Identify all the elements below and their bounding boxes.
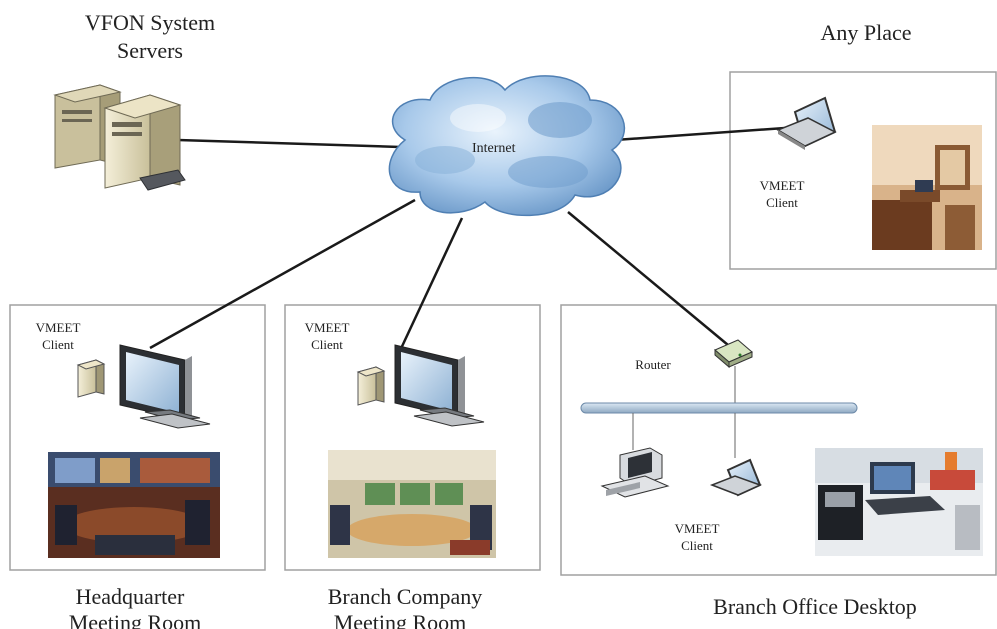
bc-meeting-room-photo: [328, 450, 496, 558]
link-branch-company: [396, 217, 464, 356]
hq-client-line2: Client: [42, 337, 74, 352]
bc-monitor-icon: [394, 344, 485, 427]
link-router: [567, 211, 729, 346]
laptop-icon-any-place: [776, 96, 837, 150]
bc-codec-box-icon: [356, 366, 386, 406]
lan-bus: [580, 402, 858, 414]
router-label: Router: [635, 357, 671, 372]
hq-codec-box-icon: [76, 359, 106, 398]
server-tower-icon: [53, 84, 186, 191]
laptop-icon-branch-office: [709, 458, 762, 497]
hotel-room-photo: [872, 125, 982, 250]
bc-client-line1: VMEET: [305, 320, 350, 335]
desktop-computer-icon: [600, 447, 670, 498]
internet-cloud-icon: [388, 75, 626, 217]
servers-title-line2: Servers: [117, 38, 183, 63]
link-headquarter: [149, 198, 416, 350]
bc-client-line2: Client: [311, 337, 343, 352]
link-servers: [177, 138, 401, 149]
link-any-place: [614, 126, 786, 142]
bc-caption-line1: Branch Company: [328, 584, 483, 609]
bc-caption-line2: Meeting Room: [334, 610, 467, 629]
hq-caption-line2: Meeting Room: [69, 610, 202, 629]
hq-monitor-icon: [119, 344, 211, 429]
cloud-label: Internet: [472, 141, 516, 156]
bo-client-line1: VMEET: [675, 521, 720, 536]
any-place-client-line2: Client: [766, 195, 798, 210]
any-place-title: Any Place: [820, 20, 911, 45]
any-place-client-line1: VMEET: [760, 178, 805, 193]
bo-caption: Branch Office Desktop: [713, 594, 917, 619]
hq-client-line1: VMEET: [36, 320, 81, 335]
router-icon: [714, 339, 753, 369]
hq-caption-line1: Headquarter: [76, 584, 185, 609]
servers-title-line1: VFON System: [85, 10, 215, 35]
network-links: [149, 126, 786, 356]
office-desktop-photo: [815, 448, 983, 556]
bo-client-line2: Client: [681, 538, 713, 553]
hq-meeting-room-photo: [48, 452, 220, 558]
